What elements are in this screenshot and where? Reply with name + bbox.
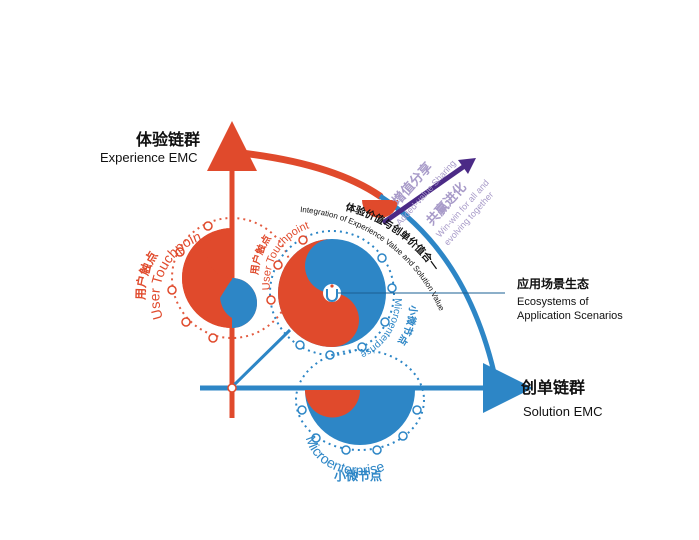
microenterprise-bottom-zh: 小微节点	[334, 468, 382, 483]
diagonal-connector	[231, 328, 292, 388]
experience-axis-label-en: Experience EMC	[100, 150, 198, 165]
ecosystem-boundary-red-arc	[228, 148, 384, 200]
bottom-yinyang	[295, 349, 425, 455]
added-value-arrowhead	[458, 158, 476, 174]
central-yinyang	[266, 230, 397, 360]
left-yinyang	[167, 217, 293, 343]
ecosystem-label-zh: 应用场景生态	[517, 276, 589, 291]
ecosystem-label-en-2: Application Scenarios	[517, 310, 623, 322]
solution-axis-label-en: Solution EMC	[523, 404, 602, 419]
added-value-arrow	[381, 162, 468, 226]
ecosystem-label-en-1: Ecosystems of	[517, 296, 589, 308]
experience-axis-label-zh: 体验链群	[136, 130, 200, 149]
solution-axis-label-zh: 创单链群	[520, 378, 585, 397]
origin-node	[227, 383, 237, 393]
intersection-node	[362, 200, 398, 218]
